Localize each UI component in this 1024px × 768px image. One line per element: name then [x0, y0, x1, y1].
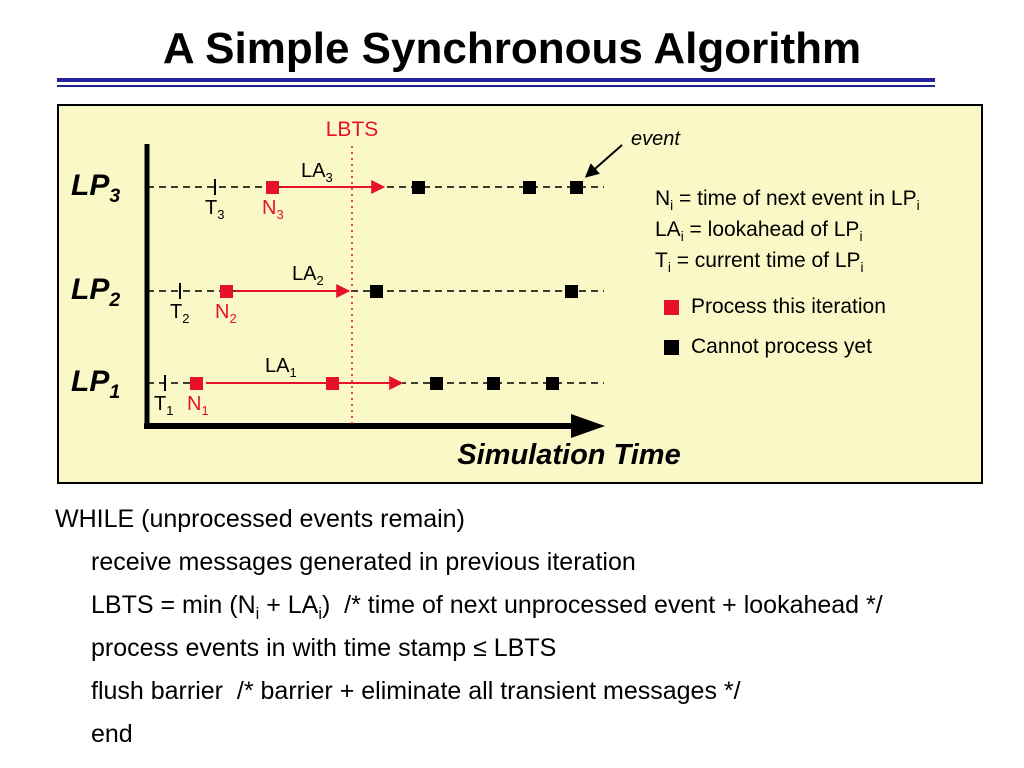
note-subscript: i	[860, 260, 864, 276]
code-subscript: i	[255, 605, 260, 623]
label-text: LA	[301, 160, 326, 182]
label-text: N	[187, 393, 202, 415]
x-axis-title: Simulation Time	[457, 439, 681, 471]
note-subscript: i	[670, 198, 674, 214]
note-line-t: Ti = current time of LPi	[655, 245, 920, 276]
code-flush-line: flush barrier /* barrier + eliminate all…	[91, 677, 741, 705]
legend-label: Process this iteration	[691, 295, 886, 318]
blocked-event-marker	[412, 181, 425, 194]
red-square-swatch	[664, 299, 679, 315]
n3-label: N3	[262, 197, 284, 222]
t3-label: T3	[205, 197, 225, 222]
label-text: LA	[292, 263, 317, 285]
code-receive-line: receive messages generated in previous i…	[91, 548, 636, 576]
lbts-label: LBTS	[325, 118, 379, 141]
black-square-swatch	[664, 339, 679, 355]
note-text: = current time of LP	[670, 249, 861, 272]
label-text: N	[215, 301, 230, 323]
label-subscript: 2	[182, 311, 190, 326]
blocked-event-marker	[523, 181, 536, 194]
la3-label: LA3	[301, 160, 333, 185]
note-subscript: i	[916, 198, 920, 214]
label-text: LP	[71, 169, 110, 202]
code-text: + LA	[259, 591, 319, 619]
code-text: ) /* time of next unprocessed event + lo…	[321, 591, 883, 619]
legend-label: Cannot process yet	[691, 335, 872, 358]
note-text: N	[655, 187, 671, 210]
label-subscript: 2	[229, 311, 237, 326]
code-end-line: end	[91, 720, 133, 748]
x-axis-arrowhead	[571, 414, 605, 438]
label-text: N	[262, 197, 277, 219]
legend-entry-processed: Process this iteration	[664, 295, 886, 319]
t1-label: T1	[154, 393, 174, 418]
lp3-label: LP3	[71, 169, 120, 206]
lp2-label: LP2	[71, 273, 120, 310]
label-subscript: 1	[109, 381, 121, 403]
legend-entry-blocked: Cannot process yet	[664, 335, 886, 359]
lp1-label: LP1	[71, 365, 120, 402]
n2-label: N2	[215, 301, 237, 326]
processable-event-marker	[266, 181, 279, 194]
blocked-event-marker	[487, 377, 500, 390]
notation-notes: Ni = time of next event in LPi LAi = loo…	[655, 183, 920, 276]
note-text: = lookahead of LP	[683, 218, 860, 241]
label-subscript: 1	[289, 365, 297, 380]
blocked-event-marker	[565, 285, 578, 298]
note-line-n: Ni = time of next event in LPi	[655, 183, 920, 214]
n1-label: N1	[187, 393, 209, 418]
label-subscript: 2	[109, 289, 121, 311]
code-text: LBTS = min (N	[91, 591, 256, 619]
code-while-line: WHILE (unprocessed events remain)	[55, 505, 465, 533]
timeline-diagram	[144, 144, 623, 438]
blocked-event-marker	[570, 181, 583, 194]
label-text: LP	[71, 365, 110, 398]
label-subscript: 1	[201, 403, 209, 418]
note-text: = time of next event in LP	[673, 187, 917, 210]
slide-title: A Simple Synchronous Algorithm	[162, 24, 862, 73]
label-text: T	[205, 197, 218, 219]
note-text: T	[655, 249, 668, 272]
blocked-event-marker	[370, 285, 383, 298]
code-lbts-line: LBTS = min (Ni + LAi) /* time of next un…	[91, 584, 883, 627]
note-subscript: i	[859, 229, 863, 245]
t2-label: T2	[170, 301, 190, 326]
note-subscript: i	[667, 260, 671, 276]
legend: Process this iteration Cannot process ye…	[664, 295, 886, 375]
blocked-event-marker	[430, 377, 443, 390]
event-callout-arrow	[584, 144, 623, 178]
processable-event-marker	[326, 377, 339, 390]
processable-event-marker	[220, 285, 233, 298]
note-subscript: i	[680, 229, 684, 245]
la1-label: LA1	[265, 355, 297, 380]
label-subscript: 1	[166, 403, 174, 418]
blocked-event-marker	[546, 377, 559, 390]
diagram-panel: LBTS event LP3 LP2 LP1 T3 T2 T1 N3 N2 N1…	[57, 104, 983, 484]
code-process-line: process events in with time stamp ≤ LBTS	[91, 634, 557, 662]
processable-event-marker	[190, 377, 203, 390]
label-subscript: 2	[316, 273, 324, 288]
label-text: LP	[71, 273, 110, 306]
label-subscript: 3	[325, 170, 333, 185]
label-subscript: 3	[109, 185, 121, 207]
label-subscript: 3	[276, 207, 284, 222]
event-label: event	[631, 128, 680, 150]
label-subscript: 3	[217, 207, 225, 222]
note-line-la: LAi = lookahead of LPi	[655, 214, 920, 245]
code-subscript: i	[318, 605, 322, 623]
note-text: LA	[655, 218, 681, 241]
la2-label: LA2	[292, 263, 324, 288]
pseudocode-block: WHILE (unprocessed events remain) receiv…	[55, 498, 883, 756]
label-text: LA	[265, 355, 290, 377]
label-text: T	[154, 393, 167, 415]
label-text: T	[170, 301, 183, 323]
title-underline	[57, 78, 935, 87]
